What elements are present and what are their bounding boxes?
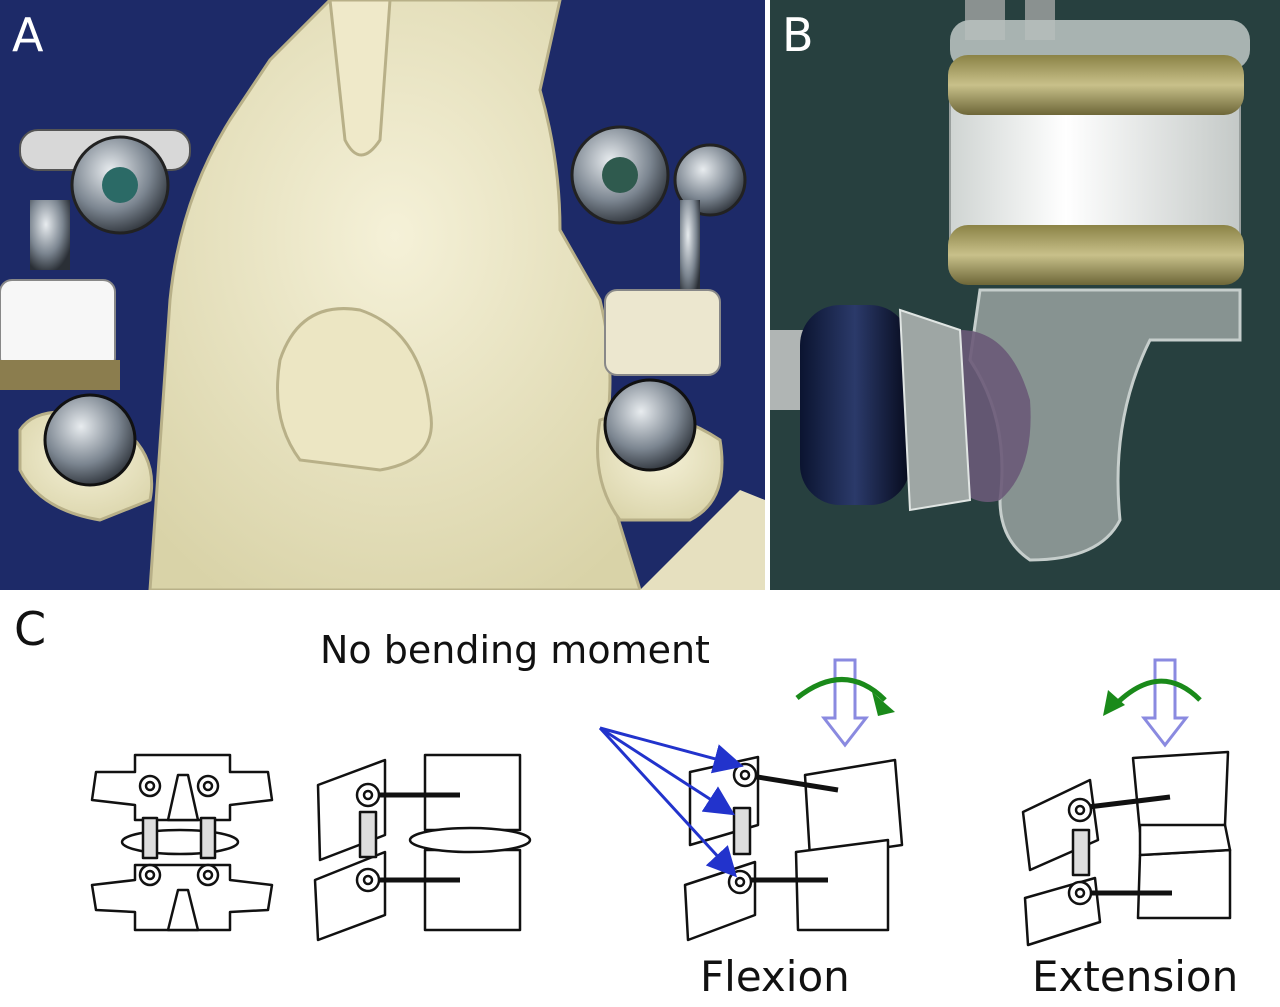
rotation-arrows xyxy=(795,677,1202,707)
implant-render-illustration xyxy=(770,0,1250,562)
annotation-arrows xyxy=(598,726,744,878)
spinous-process xyxy=(328,0,392,157)
lateral-view-neutral-schematic xyxy=(313,753,532,942)
spine-model-illustration xyxy=(0,0,765,590)
flexion-label: Flexion xyxy=(700,952,850,1001)
load-arrows xyxy=(820,658,1190,748)
lower-cord-band xyxy=(948,225,1244,285)
extension-schematic xyxy=(1021,750,1232,947)
no-bending-moment-title: No bending moment xyxy=(320,628,710,672)
right-spacer xyxy=(604,289,721,376)
rotation-arrowheads xyxy=(872,690,1125,716)
panel-b-label: B xyxy=(782,8,814,62)
vertebra-bone xyxy=(148,0,642,590)
flexion-schematic xyxy=(683,755,904,942)
posterior-view-schematic xyxy=(90,753,274,932)
extension-label: Extension xyxy=(1032,952,1239,1001)
upper-cord-band xyxy=(948,55,1244,115)
panel-a-spine-photo: A xyxy=(0,0,765,590)
left-lower-screw xyxy=(43,393,137,487)
right-lower-screw xyxy=(603,378,697,472)
panel-b-implant-render: B xyxy=(770,0,1280,590)
rib-right xyxy=(640,490,765,590)
panel-c-label: C xyxy=(14,602,47,656)
panel-a-label: A xyxy=(12,8,44,62)
left-spacer xyxy=(0,279,116,371)
lower-spinous-process xyxy=(276,307,433,472)
blue-locking-cap xyxy=(800,305,910,505)
hex-nut xyxy=(898,308,972,512)
